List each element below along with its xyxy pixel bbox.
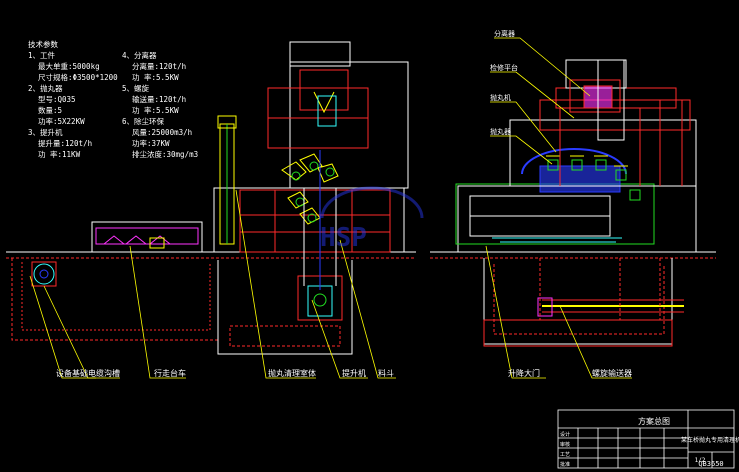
right-callouts: 分离器 检修平台 抛丸机 抛丸器 — [490, 29, 518, 136]
row-label: 工艺 — [560, 452, 570, 458]
svg-text:HSP: HSP — [320, 223, 367, 253]
spec-line: 功率:37KW — [132, 138, 170, 148]
front-elevation — [6, 41, 416, 355]
boot-pulley — [313, 293, 327, 307]
left-callouts: 设备基础 电缆沟槽 行走台车 抛丸清理室体 提升机 料斗 — [56, 368, 394, 378]
foundation-pit — [11, 258, 219, 341]
callout-blast-machine: 抛丸机 — [490, 93, 511, 102]
tower-frame — [289, 61, 409, 189]
spec-head: 3、提升机 — [28, 127, 63, 137]
cable-drum-hub — [39, 269, 49, 279]
row-label: 设计 — [560, 431, 570, 438]
drum-support — [31, 261, 57, 287]
hopper-pit — [217, 260, 353, 355]
callout-maintenance-platform: 检修平台 — [490, 63, 518, 72]
side-elevation — [430, 59, 716, 347]
callout-lifting-door: 升降大门 — [508, 368, 540, 378]
title-block — [557, 409, 735, 469]
callout-hopper: 料斗 — [378, 368, 394, 378]
spec-line: 最大单重:5000kg — [38, 61, 100, 71]
spec-head: 2、抛丸器 — [28, 83, 63, 93]
separator-housing — [569, 79, 621, 113]
drawing-code: QB3650 — [698, 460, 723, 468]
trolley-wheels — [103, 235, 171, 245]
spec-line: 输送量:120t/h — [132, 94, 186, 104]
trolley-deck — [95, 227, 199, 245]
spec-head: 4、分离器 — [122, 50, 157, 60]
spec-head: 1、工件 — [28, 50, 56, 60]
separator-hopper — [313, 91, 335, 114]
separator-shell — [317, 95, 337, 127]
turntable — [492, 237, 622, 243]
callout-walking-trolley: 行走台车 — [154, 368, 186, 378]
spec-head: 6、除尘环保 — [122, 116, 165, 126]
right-callout-leaders — [485, 37, 632, 379]
spec-line: 排尘浓度:30mg/m3 — [132, 149, 198, 159]
spec-line: 提升量:120t/h — [38, 138, 92, 148]
title-block-text: 方案总图 某车桥抛丸专用清理机 设计 审核 工艺 批准 1/2 QB3650 — [560, 416, 739, 468]
callout-cable-trench: 电缆沟槽 — [88, 368, 120, 378]
row-label: 批准 — [560, 461, 570, 468]
spec-line: 功 率:5.5KW — [132, 72, 179, 82]
watermark-logo: HSP — [320, 186, 424, 253]
callout-blast-chamber: 抛丸清理室体 — [268, 368, 316, 378]
row-label: 审核 — [560, 441, 570, 448]
tower-frame — [509, 119, 697, 187]
spec-line: 型号:Q035 — [38, 95, 76, 104]
pit-red — [229, 325, 341, 347]
tech-spec-block: 技术参数 1、工件 最大单重:5000kg 尺寸规格:Φ3500*1200 2、… — [28, 39, 198, 159]
blast-wheels — [547, 159, 641, 201]
spec-line: 功 率:5.5KW — [132, 105, 179, 115]
elevator-head — [217, 115, 237, 129]
blast-wheels-yellow — [546, 155, 642, 187]
callout-blast-wheel: 抛丸器 — [490, 127, 511, 136]
spec-line: 分离量:120t/h — [132, 61, 186, 71]
pit-outline — [483, 258, 673, 345]
chamber-red — [239, 189, 391, 253]
callout-equipment-foundation: 设备基础 — [56, 368, 88, 378]
pit-base — [483, 319, 673, 347]
spec-line: 尺寸规格:Φ3500*1200 — [38, 72, 118, 82]
foundation-pit-inner — [21, 262, 211, 331]
separator-box — [299, 69, 349, 111]
spec-line: 功 率:11KW — [38, 149, 81, 159]
blast-wheel-cluster — [281, 153, 339, 225]
screw-motor — [537, 297, 553, 317]
maintenance-platform — [555, 87, 677, 109]
elevator-boot — [307, 285, 333, 317]
cable-drum — [33, 263, 55, 285]
spec-title: 技术参数 — [28, 39, 58, 49]
company-name: 某车桥抛丸专用清理机 — [681, 436, 739, 444]
chamber-green — [455, 183, 655, 245]
right-bottom-callouts: 升降大门 螺旋输送器 — [508, 368, 632, 378]
callout-screw-conveyor: 螺旋输送器 — [592, 368, 632, 378]
sheet-number: 1/2 — [695, 457, 706, 464]
blast-wheel-green — [291, 161, 335, 223]
tower-red — [539, 99, 691, 131]
trolley-motor — [149, 237, 165, 249]
spec-head: 5、螺旋 — [122, 83, 150, 93]
spec-line: 功率:5X22KW — [38, 116, 85, 126]
elevator-column — [597, 59, 625, 141]
callout-separator: 分离器 — [494, 29, 515, 38]
callout-elevator: 提升机 — [342, 368, 366, 378]
trolley-frame — [91, 221, 203, 253]
tower-top — [289, 41, 351, 67]
spec-line: 风量:25000m3/h — [132, 128, 192, 137]
pit-red — [493, 264, 665, 335]
pit-bracing — [539, 258, 661, 320]
drawing-name: 方案总图 — [638, 416, 670, 426]
spec-line: 数量:5 — [38, 105, 62, 115]
workpiece-arc — [521, 148, 627, 175]
left-callout-leaders — [29, 189, 396, 379]
